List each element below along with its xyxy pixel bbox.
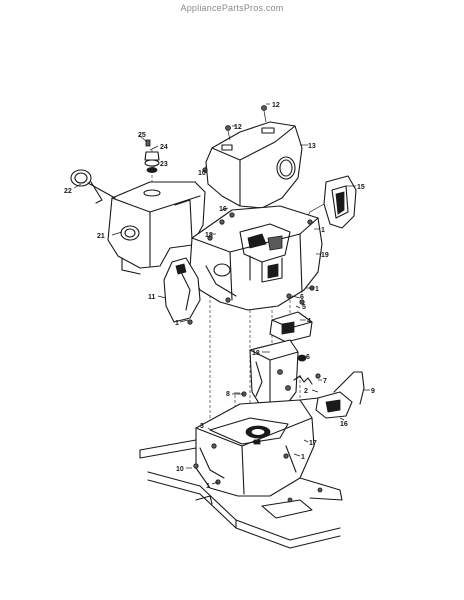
callout-24: 24 (160, 144, 168, 151)
callout-1-lower-left: 1 (206, 483, 210, 490)
callout-18-upper: 18 (205, 232, 213, 239)
spring-link (232, 373, 321, 401)
callout-15: 15 (357, 184, 365, 191)
callout-1-left: 1 (175, 320, 179, 327)
fuel-tank (107, 181, 206, 275)
leader-lines (73, 103, 370, 485)
fuel-cap-parts (70, 139, 160, 204)
callout-1-lower-right: 1 (301, 454, 305, 461)
callout-9: 9 (371, 388, 375, 395)
callout-4: 4 (307, 318, 311, 325)
callout-1-upper-right: 1 (321, 227, 325, 234)
watermark: AppliancePartsPros.com (180, 3, 284, 13)
callout-5: 5 (302, 304, 306, 311)
dash-pod (301, 175, 357, 229)
lower-body (193, 399, 315, 497)
callout-8: 8 (226, 391, 230, 398)
side-skirt (163, 257, 201, 323)
callout-2: 2 (304, 388, 308, 395)
callout-23: 23 (160, 161, 168, 168)
callout-6-lower: 6 (306, 354, 310, 361)
frame (139, 439, 343, 549)
callout-13: 13 (308, 143, 316, 150)
callout-6-upper: 6 (300, 294, 304, 301)
main-body (189, 205, 323, 311)
callout-12-left: 12 (234, 124, 242, 131)
callout-10-top: 10 (198, 170, 206, 177)
callout-18-lower: 18 (252, 350, 260, 357)
callout-7: 7 (323, 378, 327, 385)
bracket-4 (269, 311, 313, 343)
callout-21: 21 (97, 233, 105, 240)
callout-19: 19 (321, 252, 329, 259)
callout-11: 11 (148, 294, 156, 301)
callout-25: 25 (138, 132, 146, 139)
callout-1-right: 1 (315, 286, 319, 293)
callout-22: 22 (64, 188, 72, 195)
callout-17: 17 (309, 440, 317, 447)
callout-3: 3 (200, 423, 204, 430)
callout-16-upper: 16 (219, 206, 227, 213)
callout-12-top: 12 (272, 102, 280, 109)
rod-and-switch (315, 371, 365, 419)
callout-10-lower: 10 (176, 466, 184, 473)
hood-cover (205, 105, 303, 209)
callout-labels: 25 24 23 22 21 12 12 13 15 10 16 1 18 19… (64, 102, 375, 490)
callout-16-lower: 16 (340, 421, 348, 428)
column-support (249, 339, 307, 409)
